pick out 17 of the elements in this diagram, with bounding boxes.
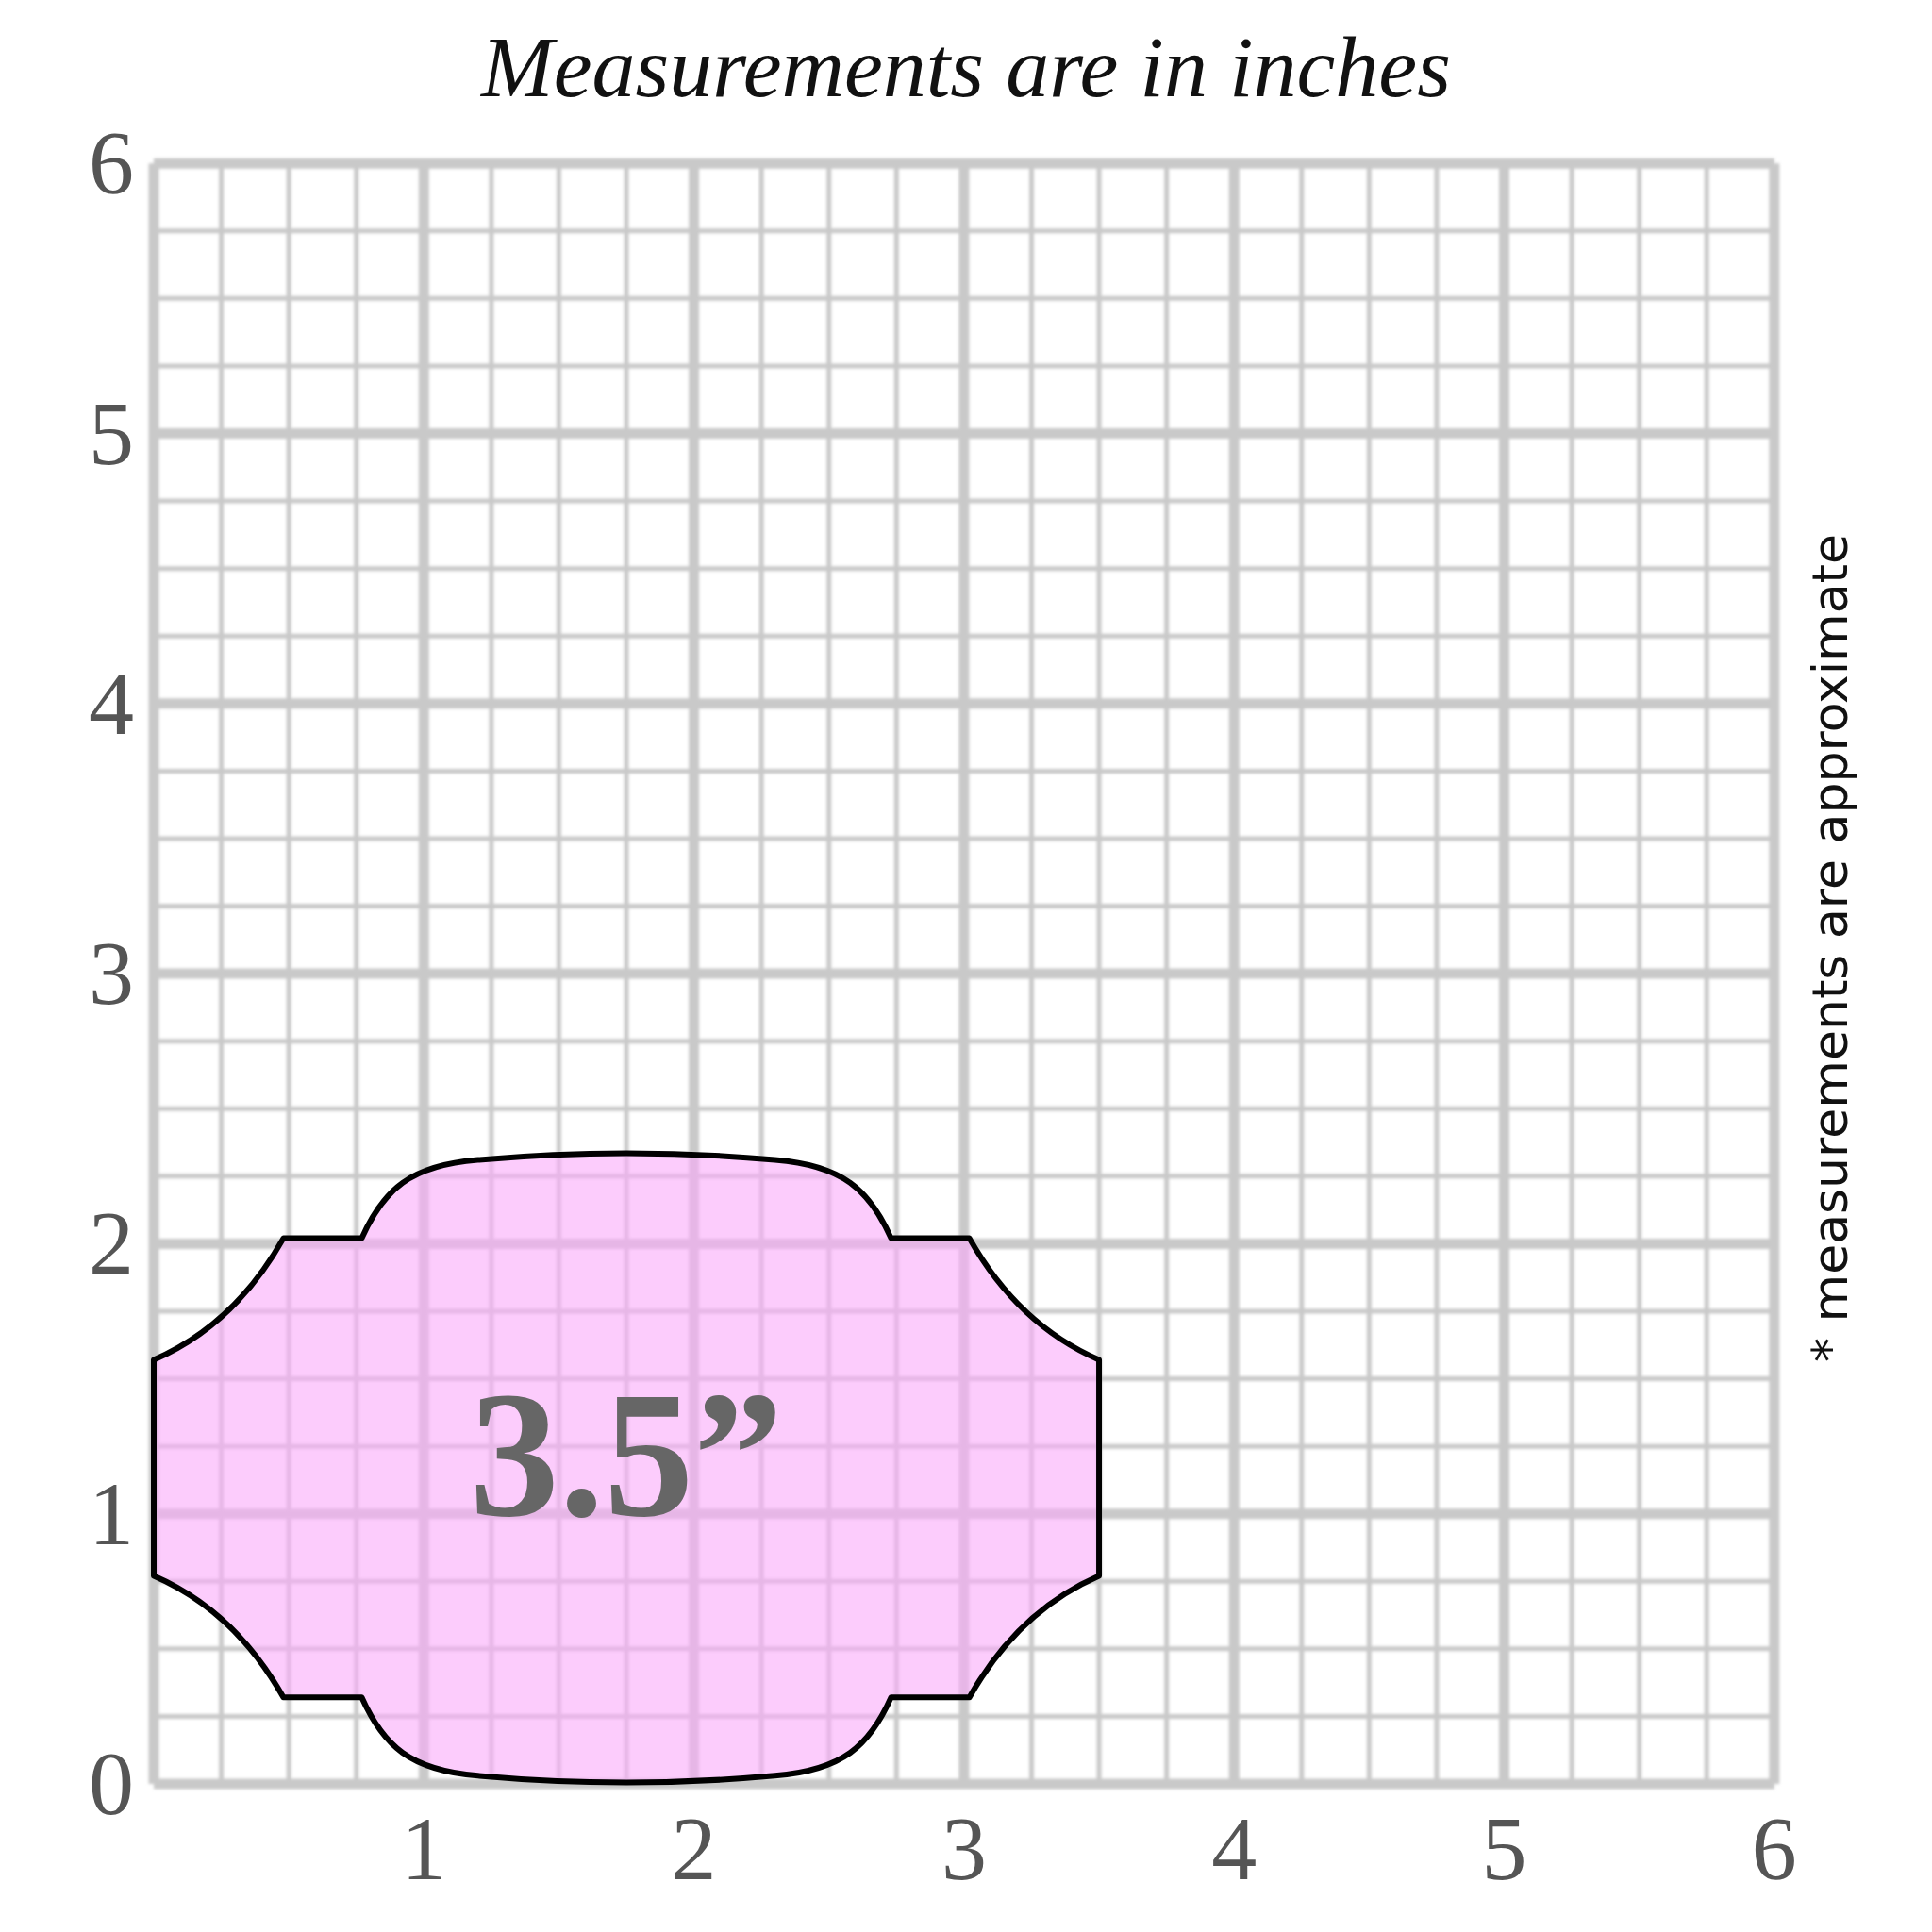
- axis-number: 1: [89, 1468, 134, 1559]
- axis-number: 4: [89, 658, 134, 749]
- axis-number: 5: [89, 388, 134, 479]
- axis-number: 4: [1211, 1804, 1257, 1894]
- axis-number: 6: [1751, 1804, 1797, 1894]
- axis-number: 5: [1481, 1804, 1527, 1894]
- title: Measurements are in inches: [479, 18, 1452, 117]
- axis-number: 6: [89, 118, 134, 209]
- note: * measurements are approximate: [1802, 534, 1858, 1362]
- axis-number: 2: [89, 1198, 134, 1290]
- axis-number: 1: [401, 1804, 447, 1894]
- axis-number: 0: [89, 1739, 134, 1829]
- axis-number: 2: [671, 1804, 717, 1894]
- axis-number: 3: [941, 1804, 987, 1894]
- axis-number: 3: [89, 928, 134, 1020]
- size-label: 3.5”: [468, 1354, 785, 1556]
- label-shape: [154, 1152, 1100, 1784]
